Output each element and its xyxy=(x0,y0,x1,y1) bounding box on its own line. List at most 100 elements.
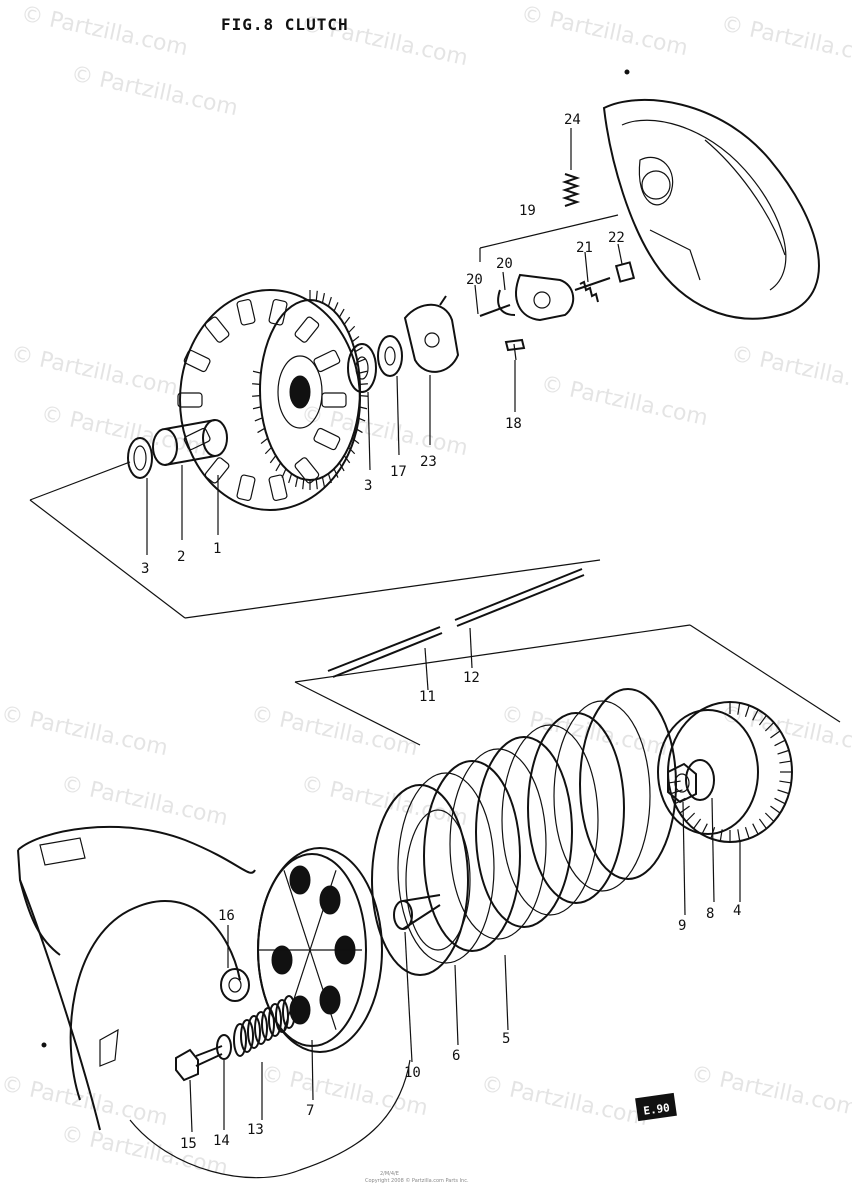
hub-spline xyxy=(777,789,790,795)
parts-5-6-clutch-plates xyxy=(371,688,677,976)
hub-spline xyxy=(770,730,781,739)
gear-tooth xyxy=(354,427,363,434)
callout-9: 9 xyxy=(678,918,686,934)
housing-slot xyxy=(183,349,211,373)
gear-tooth xyxy=(281,468,287,478)
housing-slot xyxy=(294,457,320,484)
part-16-spring-holder xyxy=(220,925,250,1002)
callout-1: 1 xyxy=(213,541,221,557)
hub-spline xyxy=(764,812,775,822)
housing-slot xyxy=(268,474,288,502)
part-3-thrust-washer-right xyxy=(347,343,377,393)
callout-3b: 3 xyxy=(364,478,372,494)
clutch-plate xyxy=(371,784,469,976)
gear-tooth xyxy=(338,308,345,318)
part-3-thrust-washer-left xyxy=(127,437,153,479)
callout-2: 2 xyxy=(177,549,185,565)
gear-tooth xyxy=(357,417,366,422)
spring-coil xyxy=(261,1007,275,1041)
hub-spline xyxy=(777,749,790,755)
gear-tooth xyxy=(327,473,332,484)
pressure-plate-spoke xyxy=(309,870,337,951)
part-23-release-cam xyxy=(403,295,460,373)
gear-tooth xyxy=(264,446,272,455)
clutch-plate xyxy=(553,700,651,892)
series-badge: E.90 xyxy=(635,1092,677,1122)
watermark-text: © Partzilla.com xyxy=(19,1,190,61)
stray-dot xyxy=(624,69,630,75)
watermark-text: © Partzilla.com xyxy=(479,1071,650,1131)
callout-13: 13 xyxy=(247,1122,264,1138)
callout-17: 17 xyxy=(390,464,407,480)
callout-3a: 3 xyxy=(141,561,149,577)
gear-tooth xyxy=(333,468,339,478)
callout-14: 14 xyxy=(213,1133,230,1149)
pressure-plate-hole xyxy=(319,985,341,1015)
hub-spline xyxy=(679,805,690,814)
hub-spline xyxy=(779,780,792,784)
housing-slot xyxy=(204,316,230,343)
hub-spline xyxy=(744,705,750,718)
part-17-washer xyxy=(377,335,403,377)
watermark-text: © Partzilla.com xyxy=(689,1061,852,1121)
hub-spline xyxy=(701,823,708,835)
watermark-text: © Partzilla.com xyxy=(0,1071,170,1131)
gear-tooth xyxy=(257,427,266,434)
housing-slot xyxy=(236,298,256,326)
callout-20b: 20 xyxy=(496,256,513,272)
callout-4: 4 xyxy=(733,903,741,919)
gear-tooth xyxy=(269,455,277,464)
callout-7: 7 xyxy=(306,1103,314,1119)
hub-spline xyxy=(758,818,767,829)
gear-tooth xyxy=(343,455,351,464)
gear-tooth xyxy=(252,383,261,385)
spring-coil xyxy=(268,1003,282,1037)
gear-tooth xyxy=(359,395,368,397)
stray-dot xyxy=(41,1042,47,1048)
gear-tooth xyxy=(327,296,332,307)
housing-slot xyxy=(321,392,347,408)
gear-tooth xyxy=(321,477,326,487)
gear-tooth xyxy=(358,370,368,374)
gear-tooth xyxy=(358,406,368,410)
watermark-text: © Partzilla.com xyxy=(299,771,470,831)
watermark-text: © Partzilla.com xyxy=(59,771,230,831)
lower-guide-plane xyxy=(294,624,841,746)
gear-tooth xyxy=(252,395,261,397)
pressure-plate-hole xyxy=(289,865,311,895)
gear-tooth xyxy=(294,477,299,487)
callout-10: 10 xyxy=(404,1065,421,1081)
crankcase-cover-lower xyxy=(17,825,411,1179)
clutch-plate xyxy=(527,712,625,904)
hub-spline xyxy=(737,702,741,715)
badge-label: E.90 xyxy=(643,1101,671,1118)
hub-spline xyxy=(693,818,702,829)
watermark-text: © Partzilla.com xyxy=(0,701,170,761)
gear-tooth xyxy=(343,316,351,325)
part-8-lock-washer xyxy=(685,759,715,903)
leader-lines-upper xyxy=(146,243,623,555)
gear-tooth xyxy=(260,437,269,445)
callout-20a: 20 xyxy=(466,272,483,288)
gear-tooth xyxy=(302,479,305,490)
parts-11-12-push-rods xyxy=(327,568,585,691)
pressure-plate-hole xyxy=(319,885,341,915)
clutch-plate xyxy=(501,724,599,916)
housing-slot xyxy=(236,474,256,502)
callout-12: 12 xyxy=(463,670,480,686)
spring-coil xyxy=(247,1015,261,1049)
hub-spline xyxy=(744,826,750,839)
housing-slot xyxy=(313,349,341,373)
watermark-text: © Partzilla.com xyxy=(69,61,240,121)
watermark-text: © Partzilla.com xyxy=(539,371,710,431)
gear-tooth xyxy=(275,462,282,472)
housing-slot xyxy=(204,457,230,484)
hub-spline xyxy=(764,722,775,732)
gear-tooth xyxy=(254,417,263,422)
hub-spline xyxy=(752,823,759,835)
hub-spline xyxy=(758,715,767,726)
callout-15: 15 xyxy=(180,1136,197,1152)
gear-tooth xyxy=(252,406,262,410)
